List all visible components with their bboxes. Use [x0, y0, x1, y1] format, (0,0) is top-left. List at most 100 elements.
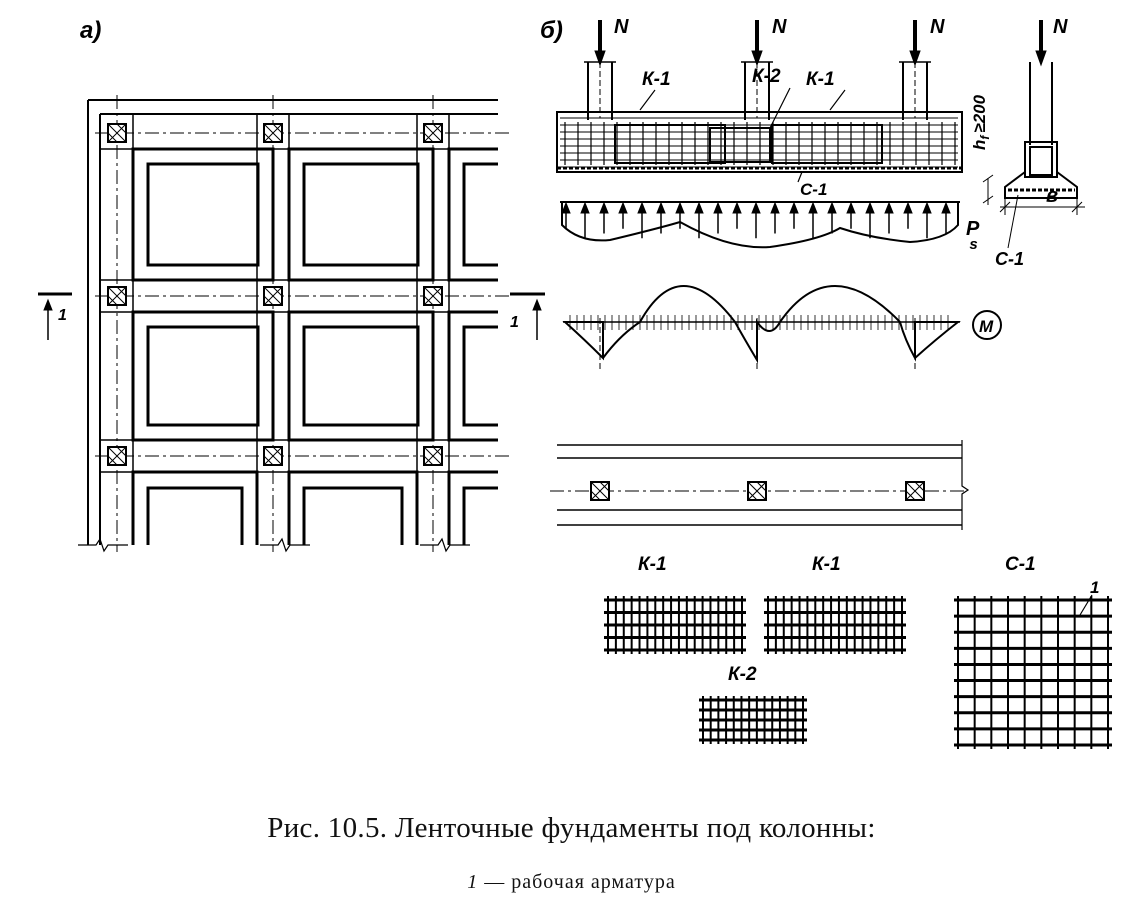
hatch	[432, 286, 443, 297]
cage-k1-label-left: К-1	[642, 69, 671, 90]
hatch	[116, 123, 127, 134]
opening-outline	[302, 325, 420, 427]
reinforcement-cages	[604, 594, 1112, 749]
section-footing	[1004, 171, 1078, 199]
opening-outline	[302, 486, 404, 545]
panel-a-label: а)	[80, 17, 101, 44]
hatch	[590, 490, 601, 501]
cage-k2-label: К-2	[752, 66, 781, 87]
hatch	[116, 286, 127, 297]
hatch	[914, 481, 925, 492]
width-label: в	[1046, 185, 1058, 207]
cage-k1-outline	[614, 124, 726, 164]
hatch	[107, 286, 127, 306]
beam-outline	[556, 111, 963, 173]
pressure-arrow-head	[637, 201, 647, 214]
break-line	[961, 440, 970, 530]
footing-outline	[131, 310, 275, 442]
mesh-c1-label-beam: С-1	[800, 180, 827, 199]
height-dimension-label: hf≥200	[970, 94, 992, 150]
pressure-arrow-head	[941, 201, 951, 214]
panel-a-plan	[38, 95, 545, 553]
section-mark-right: 1	[510, 314, 519, 331]
hatch	[263, 286, 283, 306]
opening-outline	[462, 486, 498, 545]
hatch	[423, 446, 443, 466]
pressure-arrow-head	[599, 201, 609, 214]
legend-number: 1	[467, 871, 479, 893]
pressure-arrow-head	[903, 201, 913, 214]
hatch	[905, 481, 925, 501]
pressure-arrow-head	[865, 201, 875, 214]
hatch	[272, 446, 283, 457]
load-arrow-3-head	[909, 50, 921, 67]
hatch	[905, 490, 916, 501]
load-arrow-2-head	[751, 50, 763, 67]
hatch	[107, 132, 118, 143]
cage-k2-outline	[709, 127, 771, 163]
pressure-arrow-head	[884, 201, 894, 214]
dim-tick	[1071, 201, 1083, 213]
opening-outline	[146, 162, 260, 267]
footing-outline	[287, 310, 435, 442]
leader-k1	[639, 89, 656, 111]
hatch	[423, 286, 443, 306]
opening-outline	[462, 162, 498, 267]
hatch	[423, 132, 434, 143]
pressure-arrow-head	[43, 298, 53, 311]
hatch	[263, 446, 283, 466]
load-label-2: N	[772, 16, 787, 38]
hatch	[107, 123, 127, 143]
k2-title: К-2	[728, 664, 757, 685]
leader-k1	[829, 89, 846, 111]
hatch	[756, 481, 767, 492]
opening-outline	[302, 162, 420, 267]
dim-tick	[999, 201, 1011, 213]
hatch	[432, 446, 443, 457]
leader-c1-section	[1007, 194, 1019, 249]
pressure-arrow-head	[808, 201, 818, 214]
panel-b-label: б)	[540, 17, 563, 44]
leader-k2	[769, 87, 791, 129]
hatch	[272, 123, 283, 134]
hatch	[747, 490, 758, 501]
cage-k1-outline	[771, 124, 883, 164]
footing-outline	[447, 147, 498, 282]
break-line	[78, 537, 128, 553]
hatch	[107, 446, 127, 466]
pressure-arrow-head	[713, 201, 723, 214]
footing-outline	[287, 147, 435, 282]
section-mark-left: 1	[58, 307, 67, 324]
hatch	[263, 455, 274, 466]
load-arrow-4-head	[1035, 50, 1047, 67]
load-label-1: N	[614, 16, 629, 38]
footing-outline	[131, 470, 259, 545]
dim-tick	[982, 174, 994, 183]
hatch	[432, 123, 443, 134]
hatch	[263, 123, 283, 143]
pressure-arrow-head	[789, 201, 799, 214]
section-cage-inner	[1029, 146, 1053, 176]
hatch	[423, 295, 434, 306]
break-line	[420, 537, 470, 553]
figure-caption: Рис. 10.5. Ленточные фундаменты под коло…	[267, 812, 876, 844]
load-arrow-1-head	[594, 50, 606, 67]
footing-outline	[447, 470, 498, 545]
mesh-c1-label-section: С-1	[995, 249, 1024, 269]
opening-outline	[146, 325, 260, 427]
pressure-curve	[561, 202, 959, 249]
opening-outline	[146, 486, 244, 545]
moment-label: M	[979, 317, 994, 336]
footing-outline	[447, 310, 498, 442]
load-label-4: N	[1053, 16, 1068, 38]
pressure-arrow-head	[922, 201, 932, 214]
leader-c1	[797, 171, 803, 183]
section-cage	[1024, 141, 1058, 178]
cage-k1-label-right: К-1	[806, 69, 835, 90]
hatch	[263, 295, 274, 306]
hatch	[423, 455, 434, 466]
pressure-arrow-head	[656, 201, 666, 214]
leader-mesh-callout	[1079, 594, 1093, 616]
